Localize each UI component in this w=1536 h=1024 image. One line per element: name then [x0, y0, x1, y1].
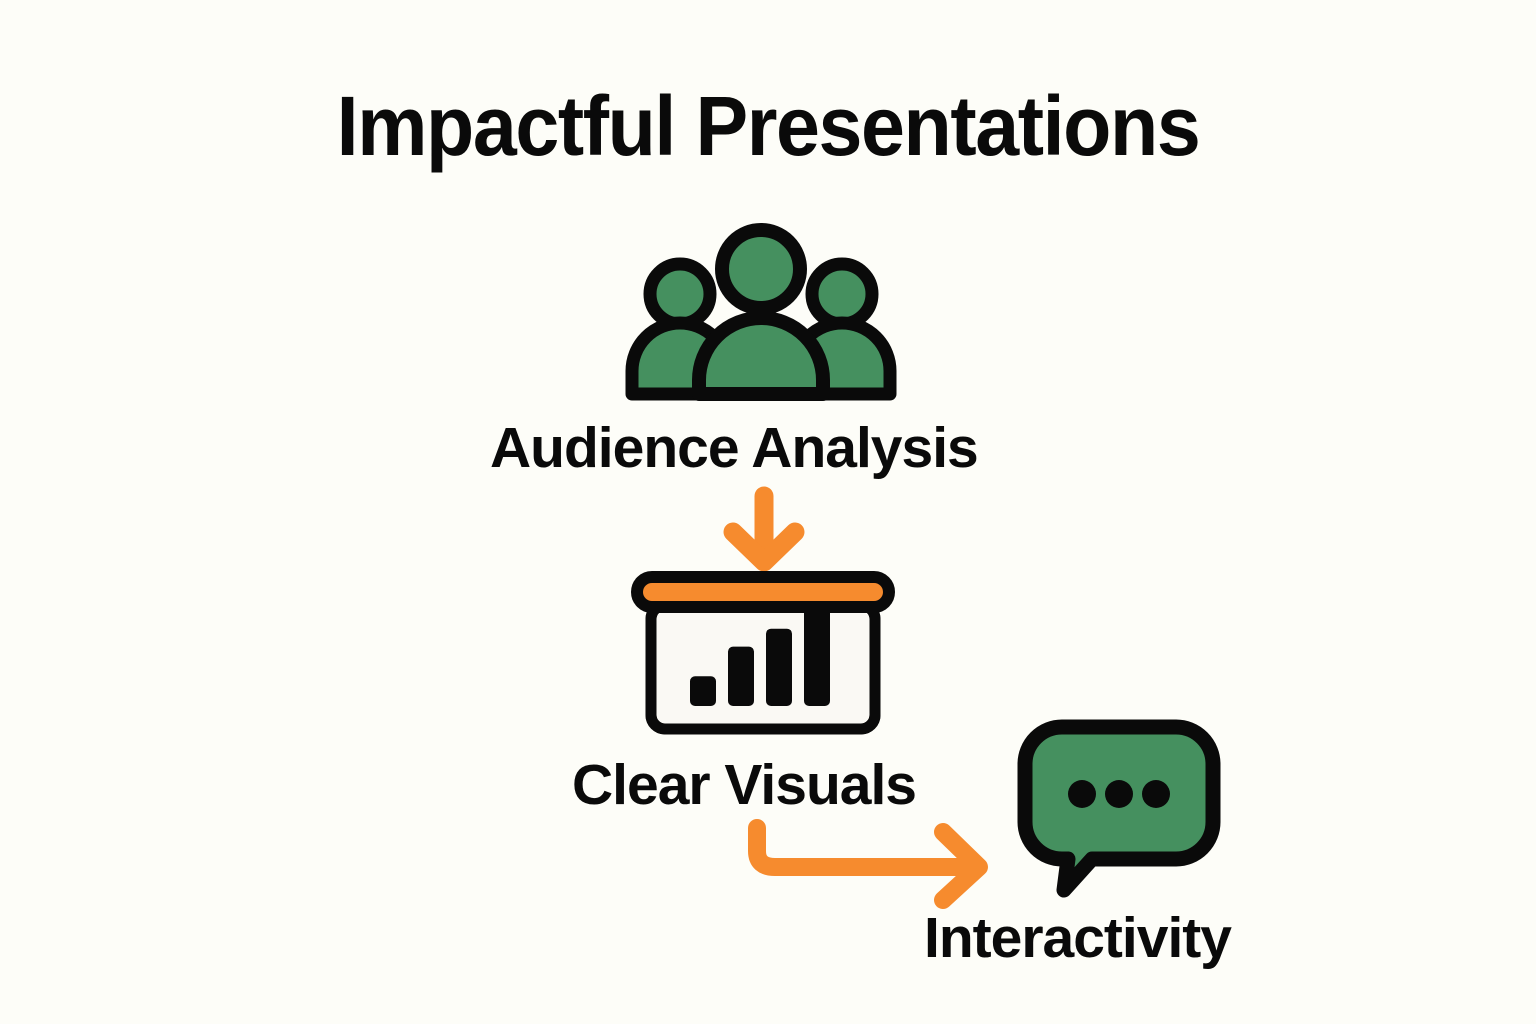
- speech-bubble-dots-icon: [1017, 719, 1221, 898]
- step-clear-visuals[interactable]: [631, 571, 895, 735]
- people-group-icon: [625, 223, 897, 401]
- connector-visuals-to-interactivity: [744, 818, 1002, 909]
- typing-dots: [1068, 780, 1170, 808]
- arrow-down-icon: [723, 486, 805, 572]
- connector-audience-to-visuals: [716, 486, 812, 572]
- step-label-interactivity: Interactivity: [924, 906, 1232, 970]
- step-audience-analysis[interactable]: [625, 223, 897, 401]
- step-label-clear-visuals: Clear Visuals: [572, 753, 917, 817]
- arrow-curved-right-icon: [748, 819, 988, 909]
- page-title: Impactful Presentations: [336, 79, 1201, 173]
- step-interactivity[interactable]: [1016, 718, 1222, 898]
- presentation-board-chart-icon: [631, 571, 895, 735]
- board-top-rail: [631, 571, 895, 613]
- step-label-audience-analysis: Audience Analysis: [490, 416, 979, 480]
- bar-chart-bars: [690, 607, 830, 706]
